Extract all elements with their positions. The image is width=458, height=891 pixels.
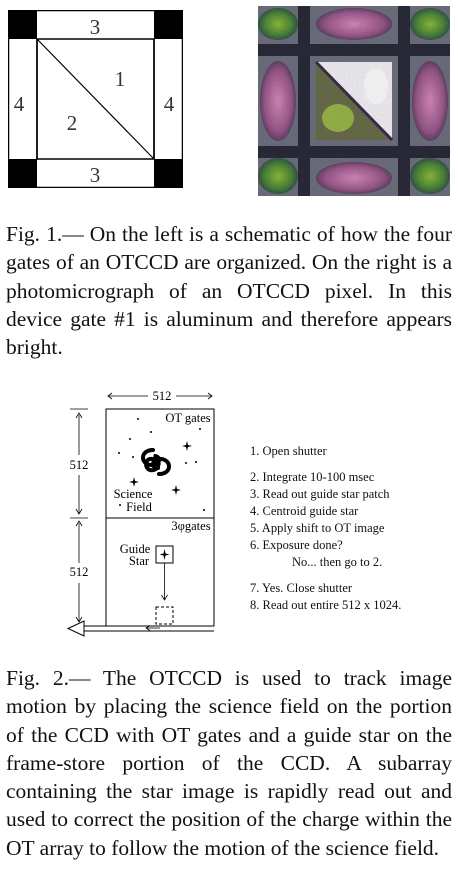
ot-gates-label: OT gates [165, 411, 210, 425]
corner-square-bottom-right [154, 159, 183, 188]
star-icon [171, 485, 181, 495]
science-field-label-line2: Field [126, 500, 152, 514]
step-6: 6. Exposure done? [250, 538, 343, 552]
gate-2-label: 2 [67, 111, 78, 135]
step-2: 2. Integrate 10-100 msec [250, 470, 375, 484]
readout-subarray-box [155, 606, 174, 625]
science-field-label-line1: Science [114, 487, 153, 501]
star-icon [129, 477, 139, 487]
step-4: 4. Centroid guide star [250, 504, 359, 518]
otccd-tracking-diagram: 512 512 512 OT gates Science Field 3φgat… [66, 389, 215, 637]
guide-star-label-line1: Guide [120, 542, 151, 556]
gate-left-label: 4 [14, 92, 25, 116]
gate-diagonal [36, 38, 155, 160]
figure-1: 3 3 4 4 1 2 [0, 0, 458, 200]
guide-star-icon [159, 549, 170, 560]
gate-right-label: 4 [164, 92, 175, 116]
galaxy-icon [141, 448, 171, 476]
science-field-stars [118, 418, 205, 511]
gate-top-label: 3 [90, 15, 101, 39]
corner-square-top-right [154, 10, 183, 39]
star-icon [182, 441, 192, 451]
otccd-gate-schematic: 3 3 4 4 1 2 [8, 10, 183, 188]
corner-square-bottom-left [8, 159, 37, 188]
step-8: 8. Read out entire 512 x 1024. [250, 598, 402, 612]
corner-square-top-left [8, 10, 37, 39]
upper-height-label: 512 [70, 458, 89, 472]
output-amplifier [66, 620, 85, 637]
tracking-steps-list: 1. Open shutter 2. Integrate 10-100 msec… [250, 443, 455, 614]
figure-1-caption: Fig. 1.— On the left is a schematic of h… [6, 222, 452, 360]
ccd-width-label: 512 [153, 389, 172, 403]
gate-bottom-label: 3 [90, 163, 101, 187]
guide-star-label-line2: Star [129, 554, 150, 568]
gate-1-label: 1 [115, 67, 126, 91]
three-phase-gates-label: 3φgates [171, 519, 210, 533]
lower-height-label: 512 [70, 565, 89, 579]
step-5: 5. Apply shift to OT image [250, 521, 385, 535]
step-6-no-branch: No... then go to 2. [292, 555, 383, 569]
otccd-pixel-photomicrograph [258, 6, 450, 196]
figure-2-caption: Fig. 2.— The OTCCD is used to track imag… [6, 666, 452, 860]
step-1: 1. Open shutter [250, 444, 327, 458]
step-3: 3. Read out guide star patch [250, 487, 390, 501]
step-7: 7. Yes. Close shutter [250, 581, 353, 595]
